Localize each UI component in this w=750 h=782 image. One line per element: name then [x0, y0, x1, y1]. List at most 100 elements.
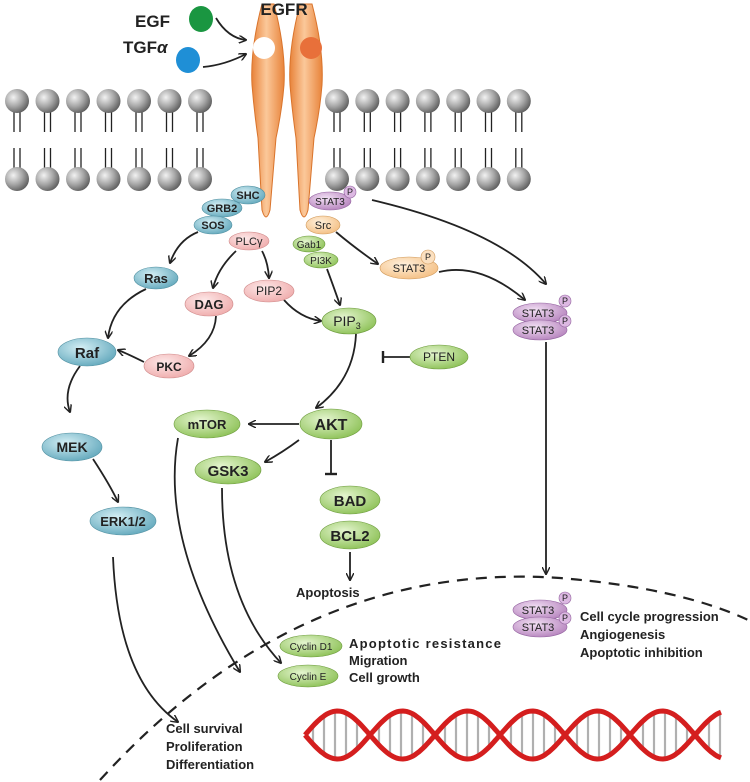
effect-item: Cell growth — [349, 670, 420, 685]
lipid — [35, 89, 60, 191]
nuclear-envelope — [99, 575, 749, 781]
svg-text:GRB2: GRB2 — [207, 203, 238, 215]
svg-text:Raf: Raf — [75, 345, 100, 362]
svg-text:STAT3: STAT3 — [522, 605, 555, 617]
node-pi3k: PI3K — [303, 251, 339, 269]
svg-text:STAT3: STAT3 — [393, 263, 426, 275]
node-mek: MEK — [41, 432, 103, 462]
egf-ligand — [189, 6, 213, 32]
svg-text:DAG: DAG — [195, 297, 224, 312]
node-pkc: PKC — [143, 353, 195, 379]
svg-text:PIP3: PIP3 — [333, 313, 361, 331]
egfr-receptor: EGFR — [251, 0, 323, 218]
lipid — [385, 89, 410, 191]
effect-item: Proliferation — [166, 739, 243, 754]
lipid — [157, 89, 182, 191]
lipid — [96, 89, 121, 191]
lipid — [476, 89, 501, 191]
effect-item: Differentiation — [166, 757, 254, 772]
svg-text:STAT3: STAT3 — [522, 622, 555, 634]
node-plcy: PLCγ — [228, 231, 270, 251]
egfr-right-chain — [289, 3, 323, 218]
svg-text:ERK1/2: ERK1/2 — [100, 514, 146, 529]
node-mtor: mTOR — [173, 409, 241, 439]
svg-text:P: P — [562, 316, 568, 326]
phospho-label: P — [425, 252, 431, 262]
svg-text:PI3K: PI3K — [310, 256, 332, 267]
svg-text:STAT3: STAT3 — [315, 197, 345, 208]
svg-text:Ras: Ras — [144, 271, 168, 286]
node-shc: SHC — [230, 185, 266, 205]
activation-arrow — [170, 231, 199, 263]
node-bad: BAD — [319, 485, 381, 515]
lipid — [325, 89, 349, 191]
phospho-label: P — [347, 187, 353, 197]
node-src: Src — [305, 215, 341, 235]
node-pip2: PIP2 — [243, 279, 295, 303]
activation-arrow — [283, 299, 321, 321]
erk-effects: Cell survival Proliferation Differentiat… — [166, 721, 254, 772]
node-pten: PTEN — [409, 344, 469, 370]
pathway-arrows — [68, 17, 546, 722]
svg-text:MEK: MEK — [56, 439, 87, 455]
activation-arrow — [173, 437, 240, 672]
node-cyclin-d1: Cyclin D1 — [279, 634, 343, 658]
lipid — [66, 89, 90, 191]
node-stat3-dimer-nucleus: STAT3 STAT3 P P — [512, 591, 572, 638]
svg-text:STAT3: STAT3 — [522, 308, 555, 320]
effect-item: Cell cycle progression — [580, 609, 719, 624]
activation-arrow — [371, 199, 546, 284]
node-erk: ERK1/2 — [89, 506, 157, 536]
node-sos: SOS — [193, 215, 233, 235]
ligand-binding-site-bound — [300, 37, 322, 59]
lipid — [446, 89, 471, 191]
node-akt: AKT — [299, 408, 363, 440]
svg-text:SHC: SHC — [236, 190, 259, 202]
svg-text:PIP2: PIP2 — [256, 284, 282, 298]
tgfa-ligand — [176, 47, 200, 73]
dna-helix — [303, 708, 722, 762]
lipid — [415, 89, 440, 191]
activation-arrow — [215, 17, 246, 40]
node-raf: Raf — [57, 337, 117, 367]
lipid — [506, 89, 531, 191]
node-ras: Ras — [133, 266, 179, 290]
ligand-binding-site-empty — [253, 37, 275, 59]
activation-arrow — [118, 350, 145, 363]
activation-arrow — [92, 458, 118, 502]
cyclin-effects: Apoptotic resistance Migration Cell grow… — [349, 636, 501, 685]
svg-text:Cyclin D1: Cyclin D1 — [290, 642, 333, 653]
svg-text:GSK3: GSK3 — [208, 463, 249, 480]
activation-arrow — [108, 288, 147, 338]
lipid — [355, 89, 380, 191]
svg-text:Gab1: Gab1 — [297, 240, 322, 251]
svg-text:STAT3: STAT3 — [522, 325, 555, 337]
lipid — [127, 89, 151, 191]
node-gsk3: GSK3 — [194, 455, 262, 485]
node-cyclin-e: Cyclin E — [277, 664, 339, 688]
svg-text:P: P — [562, 296, 568, 306]
node-dag: DAG — [184, 291, 234, 317]
activation-arrow — [335, 231, 378, 264]
activation-arrow — [265, 439, 300, 462]
activation-arrow — [316, 333, 357, 408]
node-gab1: Gab1 — [292, 235, 326, 253]
activation-arrow — [213, 250, 237, 288]
svg-text:BAD: BAD — [334, 493, 367, 510]
svg-text:AKT: AKT — [315, 417, 348, 434]
egf-label: EGF — [135, 12, 170, 31]
node-pip3: PIP3 — [321, 307, 377, 335]
activation-arrow — [261, 250, 269, 278]
effect-item: Cell survival — [166, 721, 243, 736]
node-bcl2: BCL2 — [319, 520, 381, 550]
egfr-left-chain — [251, 3, 285, 218]
stat3-effects: Cell cycle progression Angiogenesis Apop… — [580, 609, 719, 660]
effect-item: Apoptotic inhibition — [580, 645, 703, 660]
svg-text:Src: Src — [315, 220, 332, 232]
svg-text:PKC: PKC — [156, 360, 182, 374]
svg-text:BCL2: BCL2 — [330, 528, 369, 545]
svg-text:SOS: SOS — [201, 220, 224, 232]
